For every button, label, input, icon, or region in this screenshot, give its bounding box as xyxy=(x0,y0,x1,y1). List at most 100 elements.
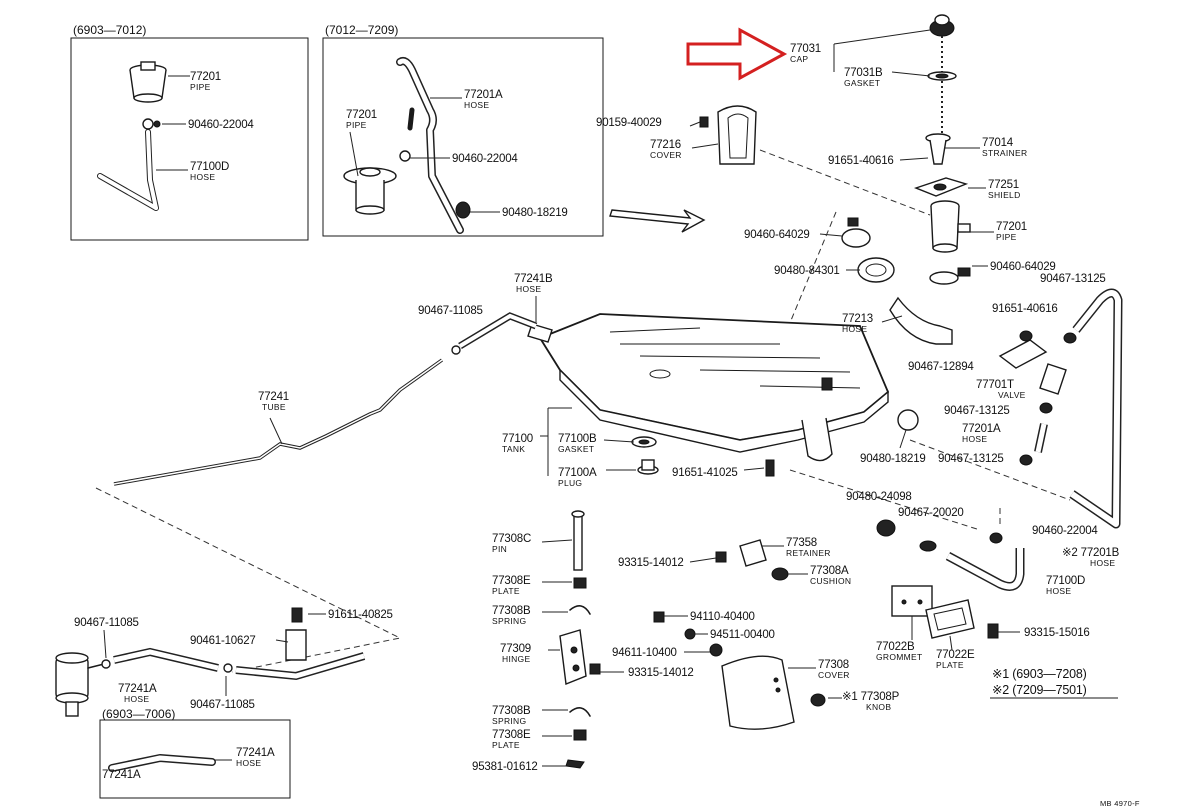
part-number-label: 77308C xyxy=(492,533,531,545)
part-number-label: 77308E xyxy=(492,729,531,741)
part-number-label: 77308B xyxy=(492,605,531,617)
shield-part-icon xyxy=(913,177,969,197)
part-name-label: SHIELD xyxy=(988,190,1021,200)
part-number-label: 93315-14012 xyxy=(618,557,684,569)
part-number-label: 95381-01612 xyxy=(472,761,538,773)
clamp-part-icon xyxy=(101,659,111,669)
part-name-label: HOSE xyxy=(124,694,149,704)
grommet-part-icon xyxy=(891,585,933,617)
plug-part-icon xyxy=(637,459,659,475)
part-number-label: 90480-84301 xyxy=(774,265,840,277)
gasket-part-icon xyxy=(631,436,657,448)
part-name-label: GASKET xyxy=(558,444,594,454)
part-name-label: PLATE xyxy=(492,740,520,750)
part-number-label: 77358 xyxy=(786,537,817,549)
part-name-label: HOSE xyxy=(1046,586,1071,596)
inset-box-title: (6903—7006) xyxy=(102,707,175,721)
part-number-label: 77241A xyxy=(236,747,275,759)
clamp-part-icon xyxy=(1019,330,1033,342)
part-name-label: TUBE xyxy=(262,402,286,412)
part-number-label: 90467-13125 xyxy=(1040,273,1106,285)
right-arrow-icon xyxy=(609,209,706,233)
part-number-label: 90460-64029 xyxy=(744,229,810,241)
knob-part-icon xyxy=(810,693,826,707)
part-number-label: ※2 77201B xyxy=(1062,547,1120,559)
clamp-part-icon xyxy=(989,532,1003,544)
part-name-label: STRAINER xyxy=(982,148,1027,158)
part-number-label: 77309 xyxy=(500,643,531,655)
tube-part-icon xyxy=(113,358,444,486)
part-number-label: 90460-64029 xyxy=(990,261,1056,273)
part-number-label: 77022B xyxy=(876,641,915,653)
part-number-label: 77216 xyxy=(650,139,681,151)
nut-part-icon xyxy=(709,643,723,657)
part-number-label: 94110-40400 xyxy=(690,611,755,623)
highlight-arrow-icon xyxy=(686,27,788,81)
grommet-part-icon xyxy=(857,257,895,283)
part-name-label: PLATE xyxy=(492,586,520,596)
clamp-part-icon xyxy=(223,663,233,673)
plate-part-icon xyxy=(925,599,975,639)
part-number-label: 90480-24098 xyxy=(846,491,912,503)
part-number-label: 90480-18219 xyxy=(860,453,926,465)
part-name-label: PIN xyxy=(492,544,507,554)
part-number-label: 90460-22004 xyxy=(1032,525,1098,537)
inset-box-6903-7012: (6903—7012) xyxy=(70,23,309,241)
pipe-part-icon xyxy=(129,61,167,103)
part-number-label: 90467-11085 xyxy=(418,305,483,317)
part-number-label: 90467-13125 xyxy=(938,453,1004,465)
part-number-label: 93315-14012 xyxy=(628,667,694,679)
part-name-label: TANK xyxy=(502,444,525,454)
part-number-label: 77201 xyxy=(996,221,1027,233)
plate-part-icon xyxy=(573,577,587,589)
fuel-tank-icon xyxy=(538,313,890,462)
part-number-label: 91611-40825 xyxy=(328,609,393,621)
part-number-label: 77308A xyxy=(810,565,849,577)
pin-part-icon xyxy=(565,759,585,769)
retainer-part-icon xyxy=(715,539,767,567)
part-name-label: SPRING xyxy=(492,616,526,626)
part-number-label: 77308B xyxy=(492,705,531,717)
part-name-label: GASKET xyxy=(844,78,880,88)
part-number-label: 77241B xyxy=(514,273,553,285)
part-number-label: 77100D xyxy=(190,161,229,173)
clamp-part-icon xyxy=(919,540,937,552)
hose-part-icon xyxy=(889,296,953,345)
part-number-label: 94611-10400 xyxy=(612,647,677,659)
gasket-part-icon xyxy=(927,71,957,81)
part-number-label: 77100B xyxy=(558,433,597,445)
part-name-label: CUSHION xyxy=(810,576,851,586)
diagram-code: MB 4970-F xyxy=(1100,799,1140,808)
clamp-part-icon xyxy=(841,217,871,248)
screw-part-icon xyxy=(699,116,709,128)
bracket-part-icon xyxy=(998,339,1048,369)
grommet-part-icon xyxy=(897,409,919,431)
part-number-label: 77031B xyxy=(844,67,883,79)
bolt-part-icon xyxy=(765,459,775,477)
part-number-label: 77201A xyxy=(464,89,503,101)
inset-box-7012-7209: (7012—7209) xyxy=(322,23,604,237)
part-number-label: 77201 xyxy=(346,109,377,121)
part-name-label: HOSE xyxy=(962,434,987,444)
hose-part-icon xyxy=(1034,423,1048,453)
part-number-label: 90460-22004 xyxy=(452,153,518,165)
part-name-label: PLATE xyxy=(936,660,964,670)
part-number-label: 90467-11085 xyxy=(74,617,139,629)
part-number-label: 91651-41025 xyxy=(672,467,738,479)
hinge-part-icon xyxy=(559,629,587,685)
part-number-label: 77241A xyxy=(118,683,157,695)
grommet-part-icon xyxy=(455,201,471,219)
part-number-label: 77213 xyxy=(842,313,873,325)
part-name-label: GROMMET xyxy=(876,652,922,662)
pin-part-icon xyxy=(571,510,585,571)
part-number-label: 90461-10627 xyxy=(190,635,256,647)
valve-part-icon xyxy=(1039,363,1067,395)
part-number-label: ※1 77308P xyxy=(842,691,900,703)
part-name-label: PIPE xyxy=(996,232,1017,242)
part-number-label: 94511-00400 xyxy=(710,629,775,641)
plate-part-icon xyxy=(573,729,587,741)
clamp-part-icon xyxy=(929,267,971,285)
spring-part-icon xyxy=(569,605,591,615)
nut-part-icon xyxy=(653,611,665,623)
